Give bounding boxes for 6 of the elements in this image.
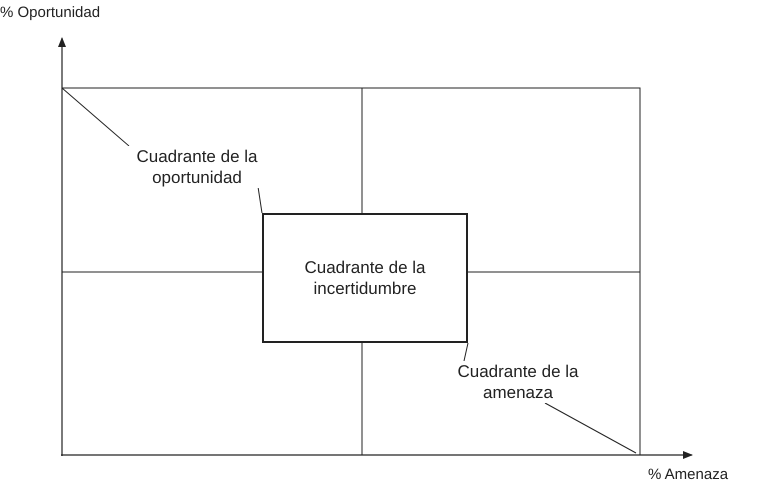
leader-line [258,188,262,214]
axis-label: % Oportunidad [0,4,100,21]
quadrant-box: Cuadrante de la incertidumbre [262,213,468,343]
leader-line [62,88,130,146]
leader-line [464,342,468,362]
leader-line [544,402,636,454]
